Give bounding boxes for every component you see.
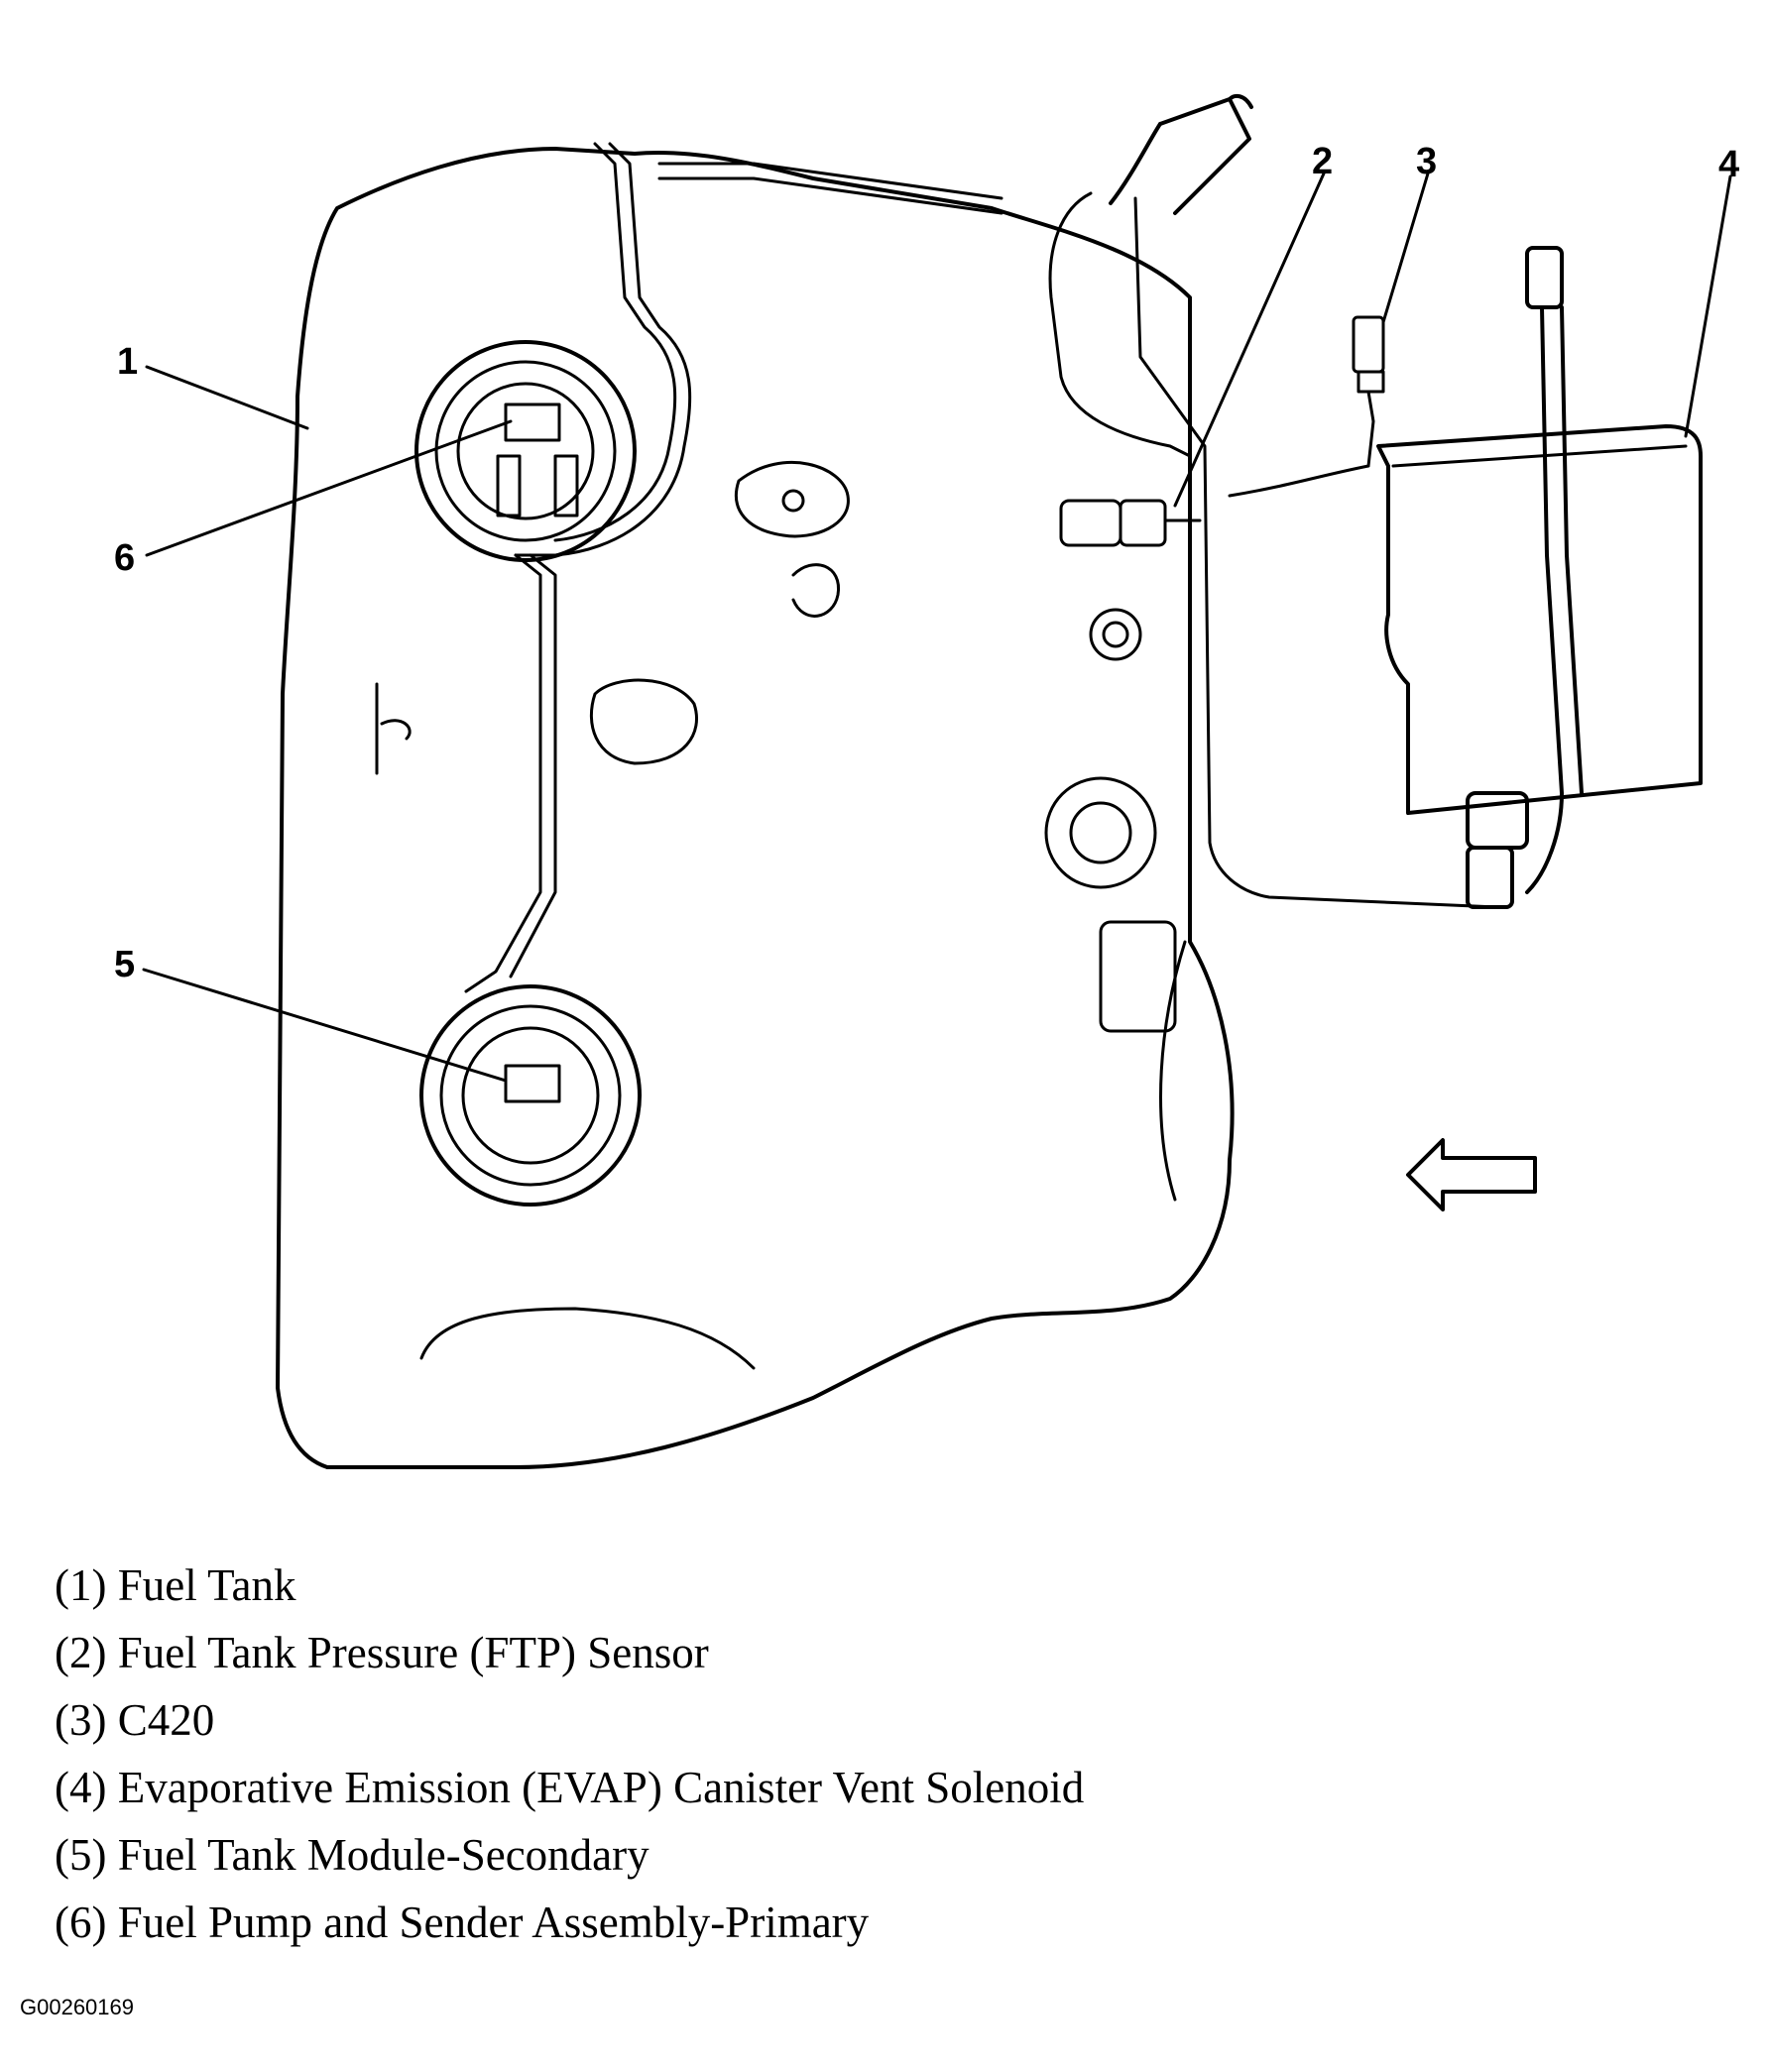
direction-arrow-icon — [1406, 1138, 1537, 1211]
vapor-lines — [1048, 191, 1499, 909]
tank-right-contour — [1159, 940, 1187, 1202]
callout-2: 2 — [1312, 141, 1333, 182]
secondary-fuel-tank-module — [419, 984, 642, 1207]
legend: (1) Fuel Tank (2) Fuel Tank Pressure (FT… — [55, 1552, 1084, 1956]
legend-item-fuel-tank: (1) Fuel Tank — [55, 1560, 296, 1610]
callout-1: 1 — [117, 341, 138, 383]
legend-item-evap-vent-solenoid: (4) Evaporative Emission (EVAP) Canister… — [55, 1763, 1085, 1812]
figure-id: G00260169 — [20, 1995, 134, 2019]
primary-fuel-pump-module — [414, 340, 637, 562]
fuel-tank-outline — [276, 147, 1235, 1469]
callout-3: 3 — [1416, 141, 1437, 182]
legend-item-fuel-tank-module-secondary: (5) Fuel Tank Module-Secondary — [55, 1830, 649, 1880]
ftp-sensor — [1059, 499, 1202, 547]
c420-connector — [1228, 315, 1385, 498]
callout-5: 5 — [114, 944, 135, 985]
fuel-tank-diagram: 1 2 3 4 5 6 — [114, 93, 1739, 1469]
legend-item-ftp-sensor: (2) Fuel Tank Pressure (FTP) Sensor — [55, 1628, 709, 1677]
evap-canister — [1376, 424, 1703, 815]
tank-features — [375, 460, 1177, 1033]
evap-vent-solenoid — [1466, 246, 1584, 909]
legend-item-fuel-pump-sender-primary: (6) Fuel Pump and Sender Assembly-Primar… — [55, 1898, 870, 1947]
tank-bottom-contour — [419, 1307, 756, 1370]
leader-lines — [142, 172, 1732, 1083]
callout-4: 4 — [1718, 144, 1739, 185]
fuel-lines — [464, 142, 1003, 993]
filler-neck — [1109, 93, 1253, 215]
callout-6: 6 — [114, 537, 135, 579]
legend-item-c420: (3) C420 — [55, 1695, 215, 1745]
